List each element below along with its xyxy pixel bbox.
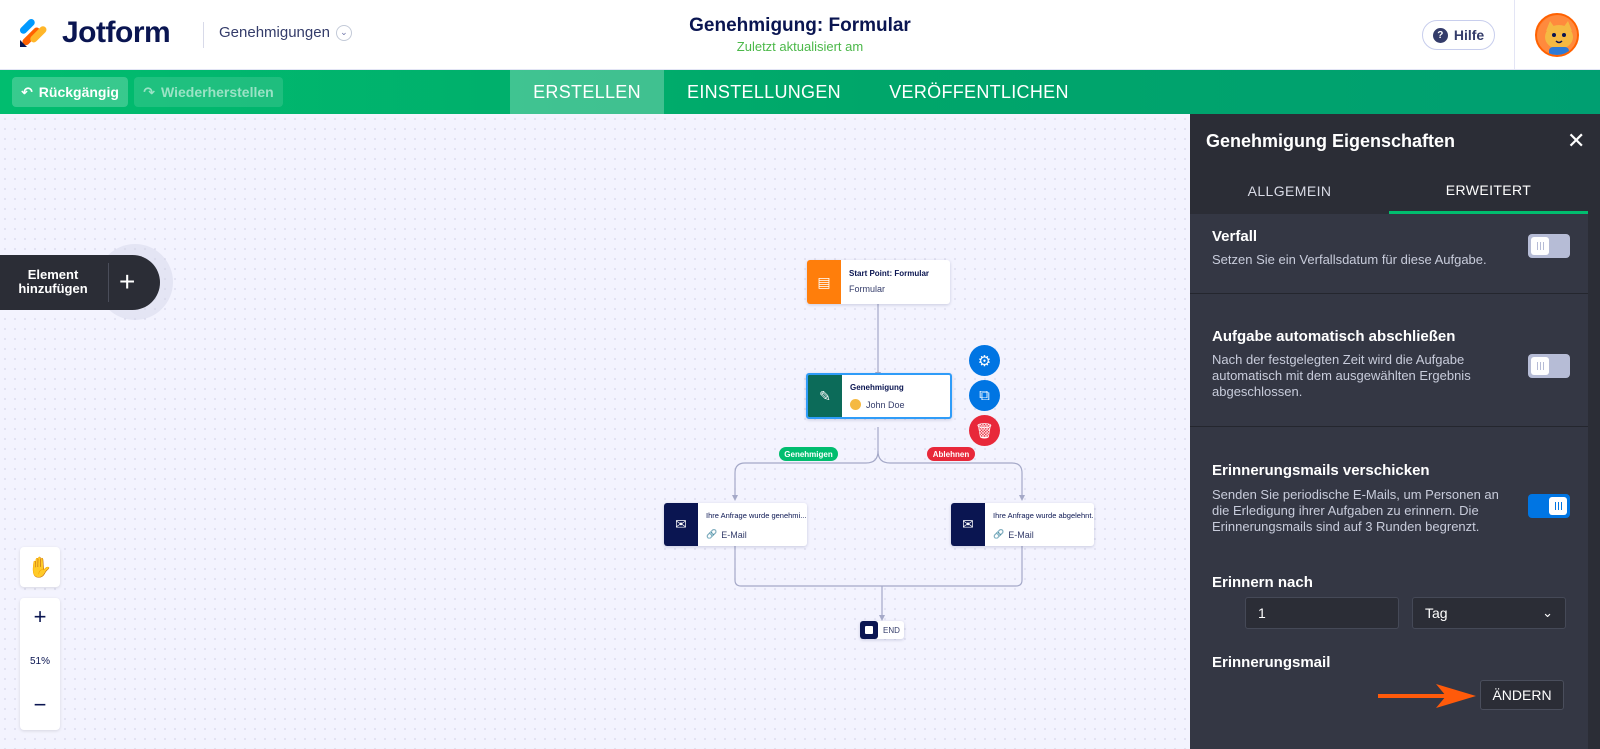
email-approve-subtitle: E-Mail bbox=[721, 529, 747, 540]
header-divider bbox=[203, 22, 204, 48]
last-updated-text: Zuletzt aktualisiert am bbox=[736, 39, 864, 54]
panel-header: Genehmigung Eigenschaften ✕ bbox=[1190, 114, 1600, 168]
properties-panel: Genehmigung Eigenschaften ✕ ALLGEMEIN ER… bbox=[1190, 114, 1600, 749]
duplicate-button[interactable]: ⧉ bbox=[969, 380, 1000, 411]
copy-icon: ⧉ bbox=[979, 387, 990, 404]
cat-avatar-icon bbox=[1537, 15, 1577, 55]
section-divider bbox=[1190, 293, 1588, 294]
reminders-title: Erinnerungsmails verschicken bbox=[1212, 462, 1430, 479]
help-button[interactable]: ? Hilfe bbox=[1422, 20, 1495, 50]
reject-branch-label: Ablehnen bbox=[927, 447, 975, 461]
expiry-toggle[interactable] bbox=[1528, 234, 1570, 258]
email-icon: ✉ bbox=[951, 503, 985, 546]
workflow-canvas[interactable]: Element hinzufügen + ▤ Start Point: Form… bbox=[0, 114, 1190, 749]
redo-button[interactable]: ↷ Wiederherstellen bbox=[134, 77, 283, 107]
zoom-in-button[interactable]: + bbox=[33, 604, 47, 629]
header-divider-right bbox=[1514, 0, 1515, 70]
close-icon[interactable]: ✕ bbox=[1567, 128, 1586, 153]
arrow-annotation-icon bbox=[1378, 684, 1476, 708]
panel-title: Genehmigung Eigenschaften bbox=[1206, 131, 1456, 151]
approval-assignee: John Doe bbox=[866, 399, 905, 410]
add-element-divider bbox=[108, 263, 109, 302]
chevron-down-icon: ⌄ bbox=[335, 24, 352, 41]
undo-label: Rückgängig bbox=[38, 84, 119, 100]
end-node[interactable]: END bbox=[860, 621, 904, 639]
email-icon: ✉ bbox=[664, 503, 698, 546]
start-node[interactable]: ▤ Start Point: Formular Formular bbox=[807, 260, 950, 304]
auto-complete-toggle[interactable] bbox=[1528, 354, 1570, 378]
approve-branch-label: Genehmigen bbox=[779, 447, 838, 461]
email-approve-title: Ihre Anfrage wurde genehmi... bbox=[706, 511, 807, 520]
avatar[interactable] bbox=[1535, 13, 1579, 57]
chevron-down-icon: ⌄ bbox=[1542, 605, 1553, 620]
section-divider bbox=[1190, 426, 1588, 427]
assignee-avatar bbox=[850, 399, 861, 410]
top-header: Jotform Genehmigungen ⌄ Genehmigung: For… bbox=[0, 0, 1600, 70]
app-selector[interactable]: Genehmigungen ⌄ bbox=[219, 24, 352, 41]
start-node-subtitle: Formular bbox=[849, 284, 886, 294]
zoom-level: 51% bbox=[29, 656, 50, 667]
help-label: Hilfe bbox=[1453, 27, 1485, 43]
remind-after-label: Erinnern nach bbox=[1212, 574, 1313, 591]
reminder-mail-label: Erinnerungsmail bbox=[1212, 654, 1331, 671]
expiry-desc: Setzen Sie ein Verfallsdatum für diese A… bbox=[1212, 252, 1487, 267]
tab-einstellungen[interactable]: EINSTELLUNGEN bbox=[687, 81, 841, 102]
gear-icon: ⚙ bbox=[977, 352, 992, 370]
remind-after-unit: Tag bbox=[1425, 605, 1448, 621]
approval-node-title: Genehmigung bbox=[850, 383, 904, 392]
remind-after-unit-select[interactable]: Tag ⌄ bbox=[1412, 597, 1566, 629]
settings-button[interactable]: ⚙ bbox=[969, 345, 1000, 376]
zoom-controls: + 51% − bbox=[20, 598, 60, 730]
trash-icon: 🗑 bbox=[974, 422, 995, 440]
app-selector-label: Genehmigungen bbox=[219, 24, 330, 41]
approval-node[interactable]: ✎ Genehmigung John Doe bbox=[806, 373, 952, 419]
email-reject-title: Ihre Anfrage wurde abgelehnt. bbox=[993, 511, 1094, 520]
expiry-title: Verfall bbox=[1212, 228, 1258, 245]
start-node-title: Start Point: Formular bbox=[849, 269, 930, 278]
zoom-out-button[interactable]: − bbox=[33, 692, 47, 717]
tab-allgemein[interactable]: ALLGEMEIN bbox=[1247, 183, 1332, 199]
undo-button[interactable]: ↶ Rückgängig bbox=[12, 77, 128, 107]
brand-name: Jotform bbox=[62, 16, 171, 49]
link-icon: 🔗 bbox=[706, 529, 718, 539]
email-reject-node[interactable]: ✉ Ihre Anfrage wurde abgelehnt. 🔗 E-Mail bbox=[951, 503, 1094, 546]
link-icon: 🔗 bbox=[993, 529, 1005, 539]
flow-connectors bbox=[732, 304, 1025, 621]
pan-tool-button[interactable]: ✋ bbox=[20, 547, 60, 587]
reminders-desc: Senden Sie periodische E-Mails, um Perso… bbox=[1212, 487, 1499, 534]
question-icon: ? bbox=[1432, 27, 1448, 43]
redo-icon: ↷ bbox=[143, 83, 156, 100]
tab-erweitert[interactable]: ERWEITERT bbox=[1389, 168, 1588, 214]
hand-icon: ✋ bbox=[27, 556, 53, 579]
auto-complete-title: Aufgabe automatisch abschließen bbox=[1212, 328, 1456, 345]
change-reminder-mail-button[interactable]: ÄNDERN bbox=[1480, 680, 1564, 710]
redo-label: Wiederherstellen bbox=[161, 84, 274, 100]
add-element-button[interactable]: Element hinzufügen + bbox=[0, 255, 160, 310]
form-icon: ▤ bbox=[807, 260, 841, 304]
undo-icon: ↶ bbox=[21, 83, 33, 100]
approval-icon: ✎ bbox=[808, 375, 842, 417]
panel-tabs: ALLGEMEIN ERWEITERT bbox=[1190, 168, 1588, 214]
add-element-label: Element hinzufügen bbox=[18, 267, 88, 296]
remind-after-input[interactable]: 1 bbox=[1245, 597, 1399, 629]
builder-navbar: ↶ Rückgängig ↷ Wiederherstellen ERSTELLE… bbox=[0, 70, 1600, 114]
tab-erstellen[interactable]: ERSTELLEN bbox=[510, 70, 664, 114]
panel-scrollbar[interactable] bbox=[1588, 168, 1600, 749]
stop-icon bbox=[860, 621, 878, 639]
tab-veroeffentlichen[interactable]: VERÖFFENTLICHEN bbox=[889, 81, 1069, 102]
end-label: END bbox=[883, 625, 900, 635]
jotform-logo[interactable]: Jotform bbox=[18, 16, 171, 50]
reminders-toggle[interactable] bbox=[1528, 494, 1570, 518]
email-reject-subtitle: E-Mail bbox=[1008, 529, 1034, 540]
delete-button[interactable]: 🗑 bbox=[969, 415, 1000, 446]
auto-complete-desc: Nach der festgelegten Zeit wird die Aufg… bbox=[1212, 352, 1471, 399]
jotform-logo-icon bbox=[19, 18, 47, 47]
plus-icon: + bbox=[119, 266, 136, 297]
email-approve-node[interactable]: ✉ Ihre Anfrage wurde genehmi... 🔗 E-Mail bbox=[664, 503, 807, 546]
